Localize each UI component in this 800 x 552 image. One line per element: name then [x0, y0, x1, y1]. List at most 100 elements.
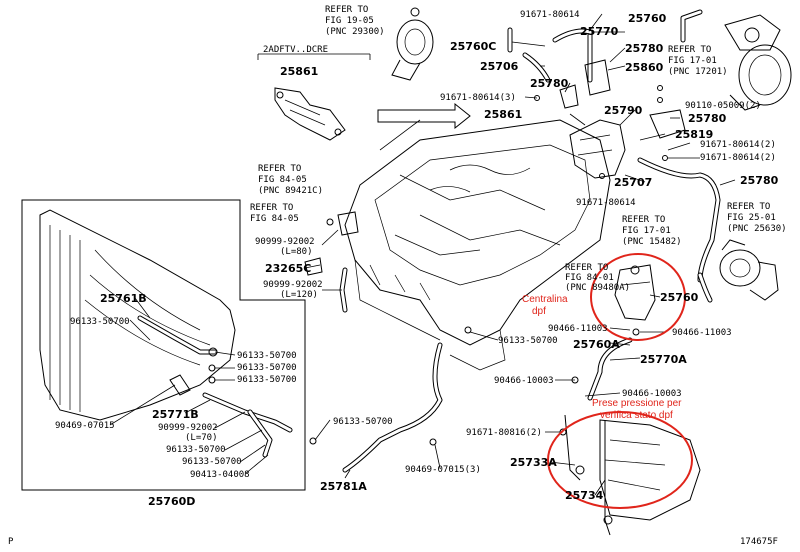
part-25760-top: 25760 [628, 12, 667, 25]
part-25860: 25860 [625, 61, 664, 74]
code-91671-80816: 91671-80816(2) [466, 428, 542, 438]
ref-fig-17-01a-l2: FIG 17-01 [668, 56, 717, 66]
code-90110-05009: 90110-05009(2) [685, 101, 761, 111]
part-25760A: 25760A [573, 338, 620, 351]
sensor-23265C-drawing [304, 211, 359, 276]
vacuum-hoses-main [339, 9, 721, 473]
ref-fig-25-01-l2: FIG 25-01 [727, 213, 776, 223]
code-l70: (L=70) [185, 433, 218, 443]
part-25819: 25819 [675, 128, 713, 141]
code-91671-80614-3: 91671-80614(3) [440, 93, 516, 103]
figure-number: 174675F [740, 537, 778, 547]
ref-fig-84-01-l1: REFER TO [565, 263, 608, 273]
code-90413-04008: 90413-04008 [190, 470, 250, 480]
ref-fig-84-05a-l2: FIG 84-05 [258, 175, 307, 185]
turbocharger-drawing [724, 14, 792, 111]
code-90466-10003-a: 90466-10003 [494, 376, 554, 386]
ref-fig-17-01b-l2: FIG 17-01 [622, 226, 671, 236]
code-91671-80614-2a: 91671-80614(2) [700, 140, 776, 150]
ref-fig-25-01-l1: REFER TO [727, 202, 770, 212]
code-90999-92002-a: 90999-92002 [255, 237, 315, 247]
part-25734: 25734 [565, 489, 604, 502]
pressure-note-line1: Prese pressione per [592, 398, 682, 409]
code-96133-50700-box-a: 96133-50700 [70, 317, 130, 327]
reference-labels: REFER TO FIG 19-05 (PNC 29300) REFER TO … [250, 5, 787, 293]
code-96133-50700-mid: 96133-50700 [498, 336, 558, 346]
code-96133-50700-box-f: 96133-50700 [182, 457, 242, 467]
pressure-tap-highlight-ring [547, 411, 693, 509]
ref-fig-17-01a-l3: (PNC 17201) [668, 67, 728, 77]
ref-fig-19-05-l3: (PNC 29300) [325, 27, 385, 37]
part-25780-d: 25780 [740, 174, 779, 187]
part-25706: 25706 [480, 60, 519, 73]
code-91671-80614-2b: 91671-80614(2) [700, 153, 776, 163]
egr-valve-drawing [719, 239, 779, 301]
part-25780-a: 25780 [625, 42, 664, 55]
code-90469-07015-3: 90469-07015(3) [405, 465, 481, 475]
vsv-cluster-drawing [559, 59, 686, 179]
part-25790: 25790 [604, 104, 643, 117]
code-96133-50700-box-d: 96133-50700 [237, 375, 297, 385]
hardware-code-labels: 91671-80614 91671-80614(3) 90110-05009(2… [55, 10, 776, 480]
code-l80: (L=80) [280, 247, 313, 257]
vacuum-hoses-left [137, 315, 293, 458]
code-90469-07015-box: 90469-07015 [55, 421, 115, 431]
ref-fig-19-05-l1: REFER TO [325, 5, 368, 15]
ref-fig-84-05a-l1: REFER TO [258, 164, 301, 174]
code-96133-50700-box-b: 96133-50700 [237, 351, 297, 361]
ref-fig-84-05b-l1: REFER TO [250, 203, 293, 213]
pressure-note-line2: verifica stato dpf [600, 410, 673, 421]
code-90999-92002-b: 90999-92002 [263, 280, 323, 290]
radiator-detail-box [21, 199, 306, 491]
part-25771B: 25771B [152, 408, 199, 421]
part-25780-b: 25780 [530, 77, 569, 90]
part-25770: 25770 [580, 25, 619, 38]
part-25733A: 25733A [510, 456, 557, 469]
ref-fig-17-01b-l1: REFER TO [622, 215, 665, 225]
part-25861-engine: 25861 [484, 108, 522, 121]
direction-arrow [377, 102, 471, 130]
part-25761B: 25761B [100, 292, 147, 305]
part-23265C: 23265C [265, 262, 311, 275]
corner-mark: P [8, 537, 14, 547]
ref-fig-84-01-l2: FIG 84-01 [565, 273, 614, 283]
part-25781A: 25781A [320, 480, 367, 493]
dpf-pipe-drawing [564, 414, 701, 536]
code-96133-50700-box-c: 96133-50700 [237, 363, 297, 373]
part-25760D: 25760D [148, 495, 195, 508]
code-90466-10003-b: 90466-10003 [622, 389, 682, 399]
code-90466-11003-b: 90466-11003 [672, 328, 732, 338]
ecu-note-line2: dpf [532, 306, 546, 317]
part-25770A: 25770A [640, 353, 687, 366]
vacuum-pump-drawing [391, 7, 434, 81]
code-96133-50700-box-e: 96133-50700 [166, 445, 226, 455]
code-90999-92002-box: 90999-92002 [158, 423, 218, 433]
code-96133-50700-hose: 96133-50700 [333, 417, 393, 427]
part-25707: 25707 [614, 176, 652, 189]
bracket-25861-drawing [274, 87, 346, 141]
part-25760-mid: 25760 [660, 291, 699, 304]
ref-fig-17-01b-l3: (PNC 15482) [622, 237, 682, 247]
ref-fig-17-01a-l1: REFER TO [668, 45, 711, 55]
user-annotations: Centralina dpf Prese pressione per verif… [522, 253, 693, 509]
ecu-note-line1: Centralina [522, 294, 568, 305]
code-90466-11003-a: 90466-11003 [548, 324, 608, 334]
clips-and-bolts [309, 85, 668, 446]
engine-code-label: 2ADFTV..DCRE [263, 45, 328, 55]
code-91671-80614-mid: 91671-80614 [576, 198, 636, 208]
part-number-labels: 2ADFTV..DCRE 25760 25760C 25770 25780 25… [100, 12, 779, 508]
code-91671-80614-top: 91671-80614 [520, 10, 580, 20]
ref-fig-19-05-l2: FIG 19-05 [325, 16, 374, 26]
part-25861-bracket: 25861 [280, 65, 318, 78]
ref-fig-84-01-l3: (PNC 89480A) [565, 283, 630, 293]
pressure-sensor-drawing [614, 264, 656, 321]
code-l120: (L=120) [280, 290, 318, 300]
ref-fig-84-05b-l2: FIG 84-05 [250, 214, 299, 224]
ref-fig-84-05a-l3: (PNC 89421C) [258, 186, 323, 196]
ecu-highlight-ring [590, 253, 686, 341]
ref-fig-25-01-l3: (PNC 25630) [727, 224, 787, 234]
part-25760C: 25760C [450, 40, 496, 53]
part-25780-c: 25780 [688, 112, 727, 125]
